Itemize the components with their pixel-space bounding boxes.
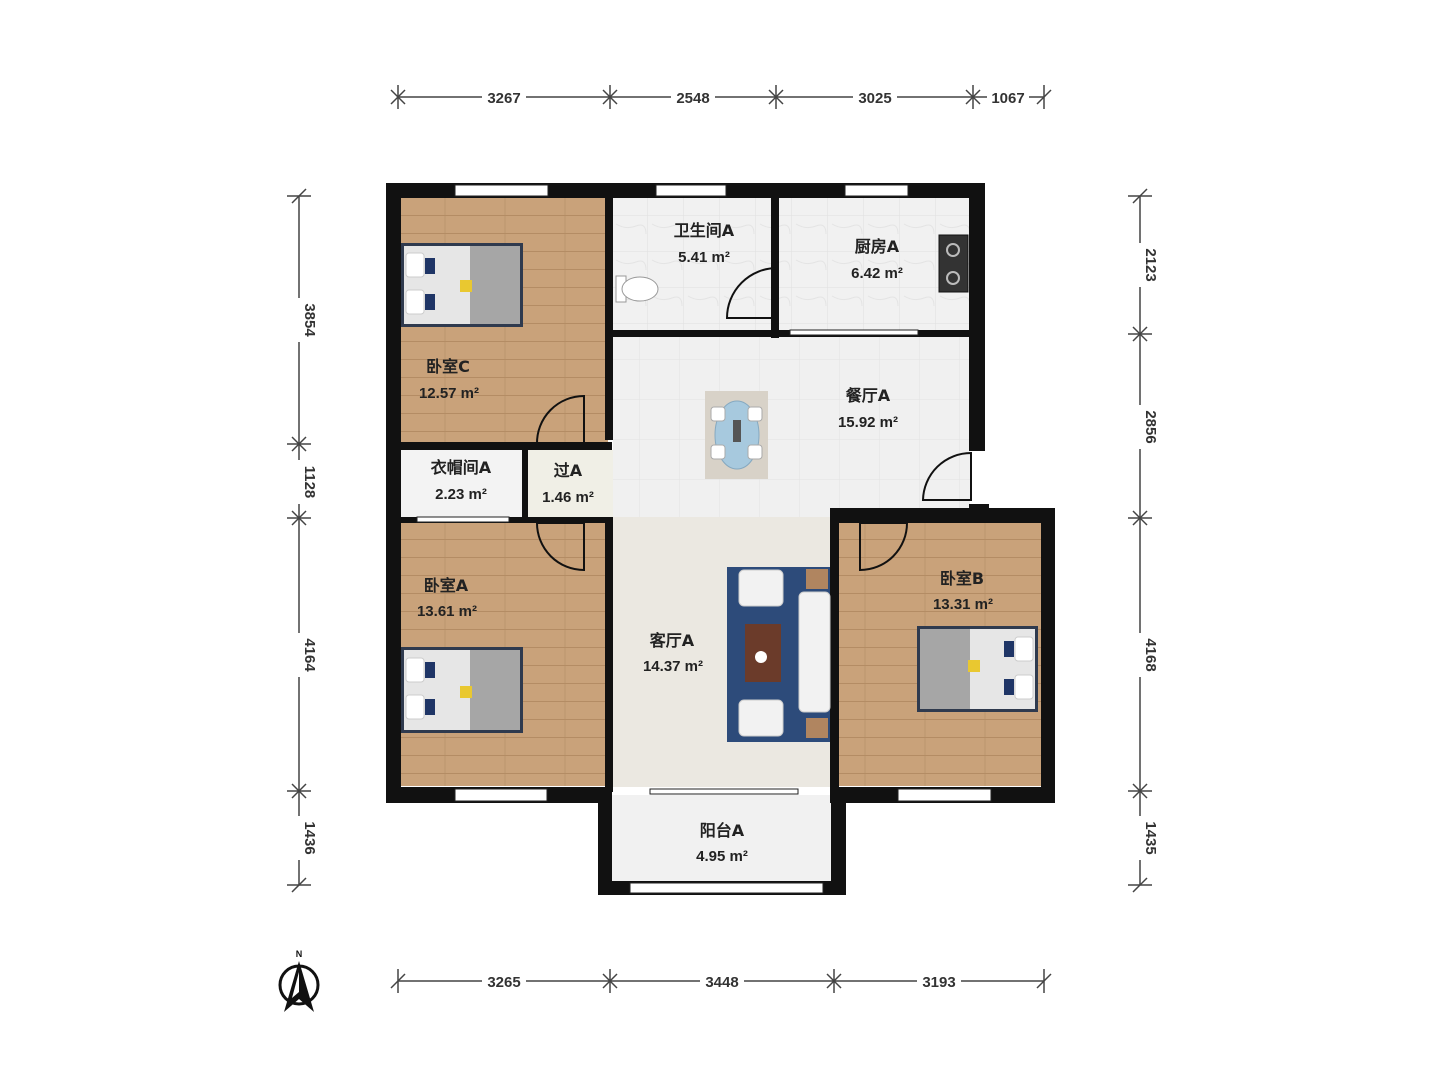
window — [897, 788, 992, 802]
room-name-living-a: 客厅A — [650, 631, 695, 650]
toilet-icon — [615, 275, 659, 303]
dimension-left: 3854 1128 4164 1436 — [287, 188, 318, 893]
room-area-dining-a: 15.92 m² — [838, 414, 898, 431]
room-area-bathroom-a: 5.41 m² — [678, 249, 730, 266]
dining-table-icon — [705, 391, 768, 479]
dimension-label: 1436 — [301, 821, 318, 854]
door-swing — [725, 266, 778, 319]
doors — [535, 266, 972, 572]
room-name-passage-a: 过A — [554, 461, 583, 480]
floors — [401, 198, 1041, 885]
floor-bathroom-a — [613, 198, 771, 330]
furniture — [401, 234, 1038, 742]
windows — [416, 184, 992, 894]
floor-kitchen-a — [779, 198, 969, 330]
dimension-label: 2123 — [1142, 248, 1159, 281]
window — [655, 184, 727, 197]
dimension-top: 3267 2548 3025 1067 — [390, 85, 1052, 109]
floor-dining-a — [613, 337, 970, 517]
dimension-label: 3193 — [922, 974, 955, 991]
dimension-label: 4164 — [301, 638, 318, 672]
room-name-bedroom-a: 卧室A — [424, 576, 469, 595]
bed-icon — [917, 626, 1038, 712]
room-name-bathroom-a: 卫生间A — [674, 221, 735, 240]
door-swing — [921, 451, 972, 501]
window — [454, 788, 548, 802]
dimension-label: 3265 — [487, 974, 520, 991]
dimension-label: 3448 — [705, 974, 738, 991]
floor-cloakroom-a — [401, 450, 522, 517]
bed-icon — [401, 243, 523, 327]
room-area-passage-a: 1.46 m² — [542, 489, 594, 506]
room-area-bedroom-a: 13.61 m² — [417, 603, 477, 620]
dimension-label: 1128 — [301, 466, 318, 499]
room-name-kitchen-a: 厨房A — [855, 237, 900, 256]
dimension-label: 3025 — [858, 90, 891, 107]
door-swing — [535, 522, 585, 572]
floor-passage-a — [528, 450, 613, 517]
stove-icon — [938, 234, 969, 293]
window — [844, 184, 909, 197]
north-compass-icon: N — [278, 949, 320, 1012]
room-name-balcony-a: 阳台A — [700, 821, 745, 840]
room-name-bedroom-b: 卧室B — [940, 569, 984, 588]
dimension-label: 4168 — [1142, 638, 1159, 671]
room-area-bedroom-b: 13.31 m² — [933, 596, 993, 613]
window — [649, 788, 799, 795]
dimension-label: 1435 — [1142, 821, 1159, 854]
room-area-kitchen-a: 6.42 m² — [851, 265, 903, 282]
dimension-label: 1067 — [991, 90, 1024, 107]
room-labels: 卫生间A 5.41 m² 厨房A 6.42 m² 卧室C 12.57 m² 餐厅… — [417, 221, 993, 865]
room-name-bedroom-c: 卧室C — [426, 357, 470, 376]
compass-label: N — [296, 949, 303, 959]
dimension-label: 3854 — [301, 303, 318, 337]
room-area-cloakroom-a: 2.23 m² — [435, 486, 487, 503]
dimension-right: 2123 2856 4168 1435 — [1128, 188, 1159, 893]
room-area-bedroom-c: 12.57 m² — [419, 385, 479, 402]
window — [454, 184, 549, 197]
room-name-cloakroom-a: 衣帽间A — [431, 458, 492, 477]
sliding-door — [789, 329, 919, 336]
dimension-bottom: 3265 3448 3193 — [390, 969, 1052, 993]
dimension-label: 2856 — [1142, 410, 1159, 443]
room-area-living-a: 14.37 m² — [643, 658, 703, 675]
room-area-balcony-a: 4.95 m² — [696, 848, 748, 865]
sliding-door — [416, 516, 510, 523]
floor-balcony-a — [612, 795, 831, 885]
dimension-label: 3267 — [487, 90, 520, 107]
sofa-set-icon — [727, 567, 831, 742]
window — [629, 882, 824, 894]
door-swing — [859, 522, 909, 572]
bed-icon — [401, 647, 523, 733]
dimension-label: 2548 — [676, 90, 709, 107]
door-swing — [535, 394, 585, 445]
room-name-dining-a: 餐厅A — [845, 386, 891, 405]
